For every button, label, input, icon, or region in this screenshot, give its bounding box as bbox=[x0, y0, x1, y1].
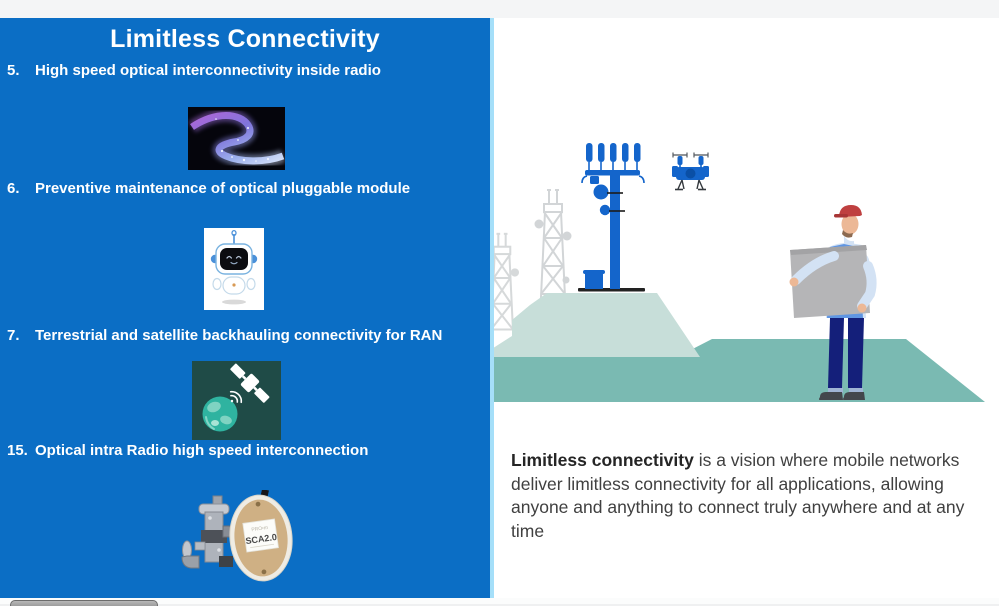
svg-text:PRO•m: PRO•m bbox=[251, 525, 268, 533]
feature-item-5: 5. High speed optical interconnectivity … bbox=[7, 62, 485, 80]
page-title: Limitless Connectivity bbox=[110, 25, 380, 53]
feature-label: Terrestrial and satellite backhauling co… bbox=[35, 327, 443, 344]
feature-number: 5. bbox=[7, 62, 20, 79]
description-text: Limitless connectivity is a vision where… bbox=[511, 449, 991, 543]
optical-module-image: PRO•m SCA2.0 bbox=[175, 490, 293, 586]
satellite-earth-icon bbox=[202, 363, 270, 432]
robot-image bbox=[204, 228, 264, 310]
connectivity-illustration bbox=[494, 143, 985, 402]
feature-label: Optical intra Radio high speed interconn… bbox=[35, 442, 369, 459]
feature-label: High speed optical interconnectivity ins… bbox=[35, 62, 381, 79]
feature-number: 6. bbox=[7, 180, 20, 197]
optical-fiber-icon bbox=[188, 109, 285, 168]
module-label: SCA2.0 bbox=[245, 532, 278, 546]
description-lead: Limitless connectivity bbox=[511, 450, 694, 470]
horizontal-scrollbar-thumb[interactable] bbox=[10, 600, 158, 606]
satellite-icon bbox=[230, 363, 270, 403]
satellite-image bbox=[192, 361, 281, 440]
panel-divider bbox=[490, 18, 494, 598]
robot-icon bbox=[210, 229, 258, 305]
earth-icon bbox=[202, 396, 238, 432]
feature-item-7: 7. Terrestrial and satellite backhauling… bbox=[7, 327, 485, 345]
lattice-tower-icon bbox=[494, 232, 520, 352]
left-panel: Limitless Connectivity 5. High speed opt… bbox=[0, 18, 490, 598]
wifi-arcs-icon bbox=[229, 390, 243, 404]
feature-label: Preventive maintenance of optical plugga… bbox=[35, 180, 411, 197]
cell-tower bbox=[578, 143, 645, 292]
hill bbox=[494, 293, 700, 357]
feature-item-6: 6. Preventive maintenance of optical plu… bbox=[7, 180, 485, 198]
bottom-strip bbox=[0, 598, 999, 606]
feature-item-15: 15. Optical intra Radio high speed inter… bbox=[7, 442, 485, 460]
optical-module-icon: PRO•m SCA2.0 bbox=[181, 490, 293, 582]
field-worker bbox=[789, 205, 877, 400]
drone-icon bbox=[672, 152, 709, 191]
antenna-disc: PRO•m SCA2.0 bbox=[229, 490, 293, 582]
feature-number: 15. bbox=[7, 442, 28, 459]
top-strip bbox=[0, 0, 999, 18]
optical-fiber-image bbox=[188, 107, 285, 170]
description-rest: is a vision where mobile networks delive… bbox=[511, 450, 965, 541]
feature-number: 7. bbox=[7, 327, 20, 344]
